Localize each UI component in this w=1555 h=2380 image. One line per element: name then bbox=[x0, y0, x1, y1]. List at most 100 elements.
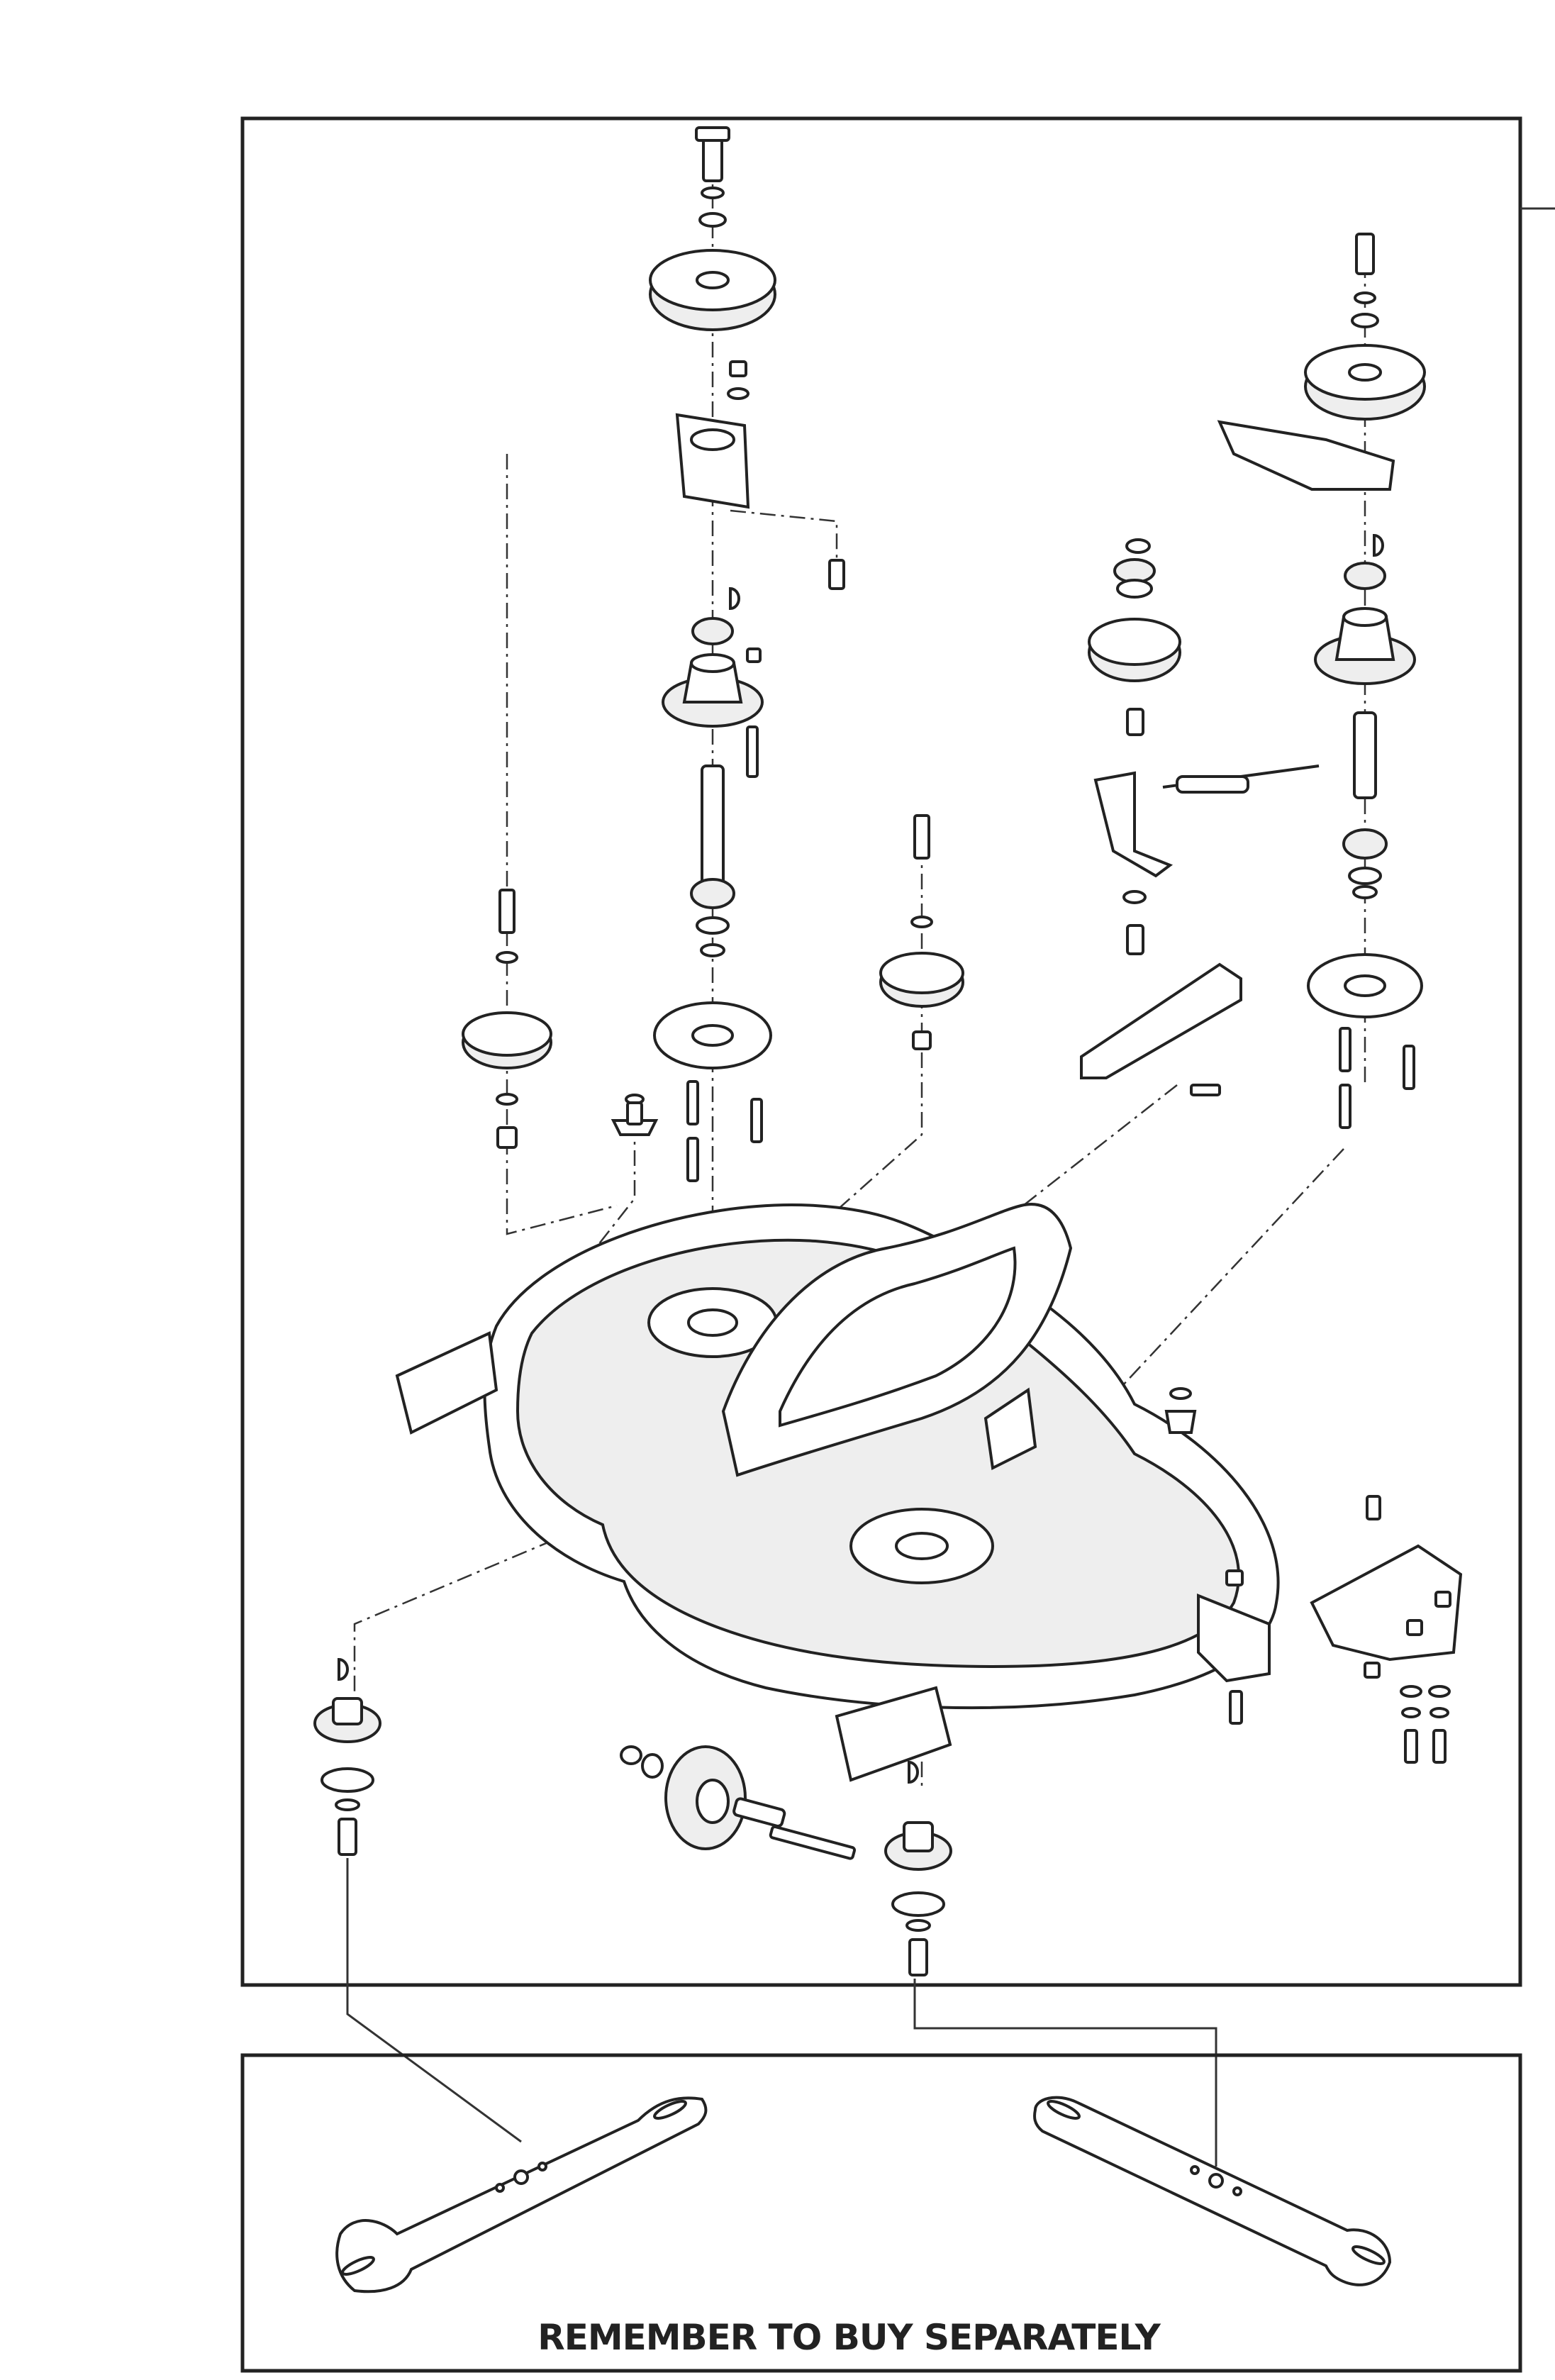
blade-washer-icon bbox=[321, 1767, 374, 1793]
bracket-hole-icon bbox=[690, 428, 735, 451]
woodruff-key-icon bbox=[729, 586, 740, 611]
gauge-wheel-assembly bbox=[620, 1745, 857, 1860]
idler-pulley-groove-icon bbox=[462, 1011, 552, 1057]
left-blade bbox=[335, 2096, 708, 2293]
washer-icon bbox=[1122, 890, 1147, 904]
right-spindle-stack bbox=[1217, 233, 1426, 1129]
spindle-housing-top-icon bbox=[1342, 607, 1388, 627]
main-exploded-view bbox=[240, 116, 1555, 2167]
spacer-icon bbox=[1348, 867, 1382, 885]
bolt-icon bbox=[1404, 1729, 1418, 1764]
right-spindle-hole-icon bbox=[895, 1532, 949, 1560]
washer-icon bbox=[910, 916, 933, 928]
idler-pulley-groove-icon bbox=[879, 952, 964, 994]
washer-icon bbox=[496, 1093, 518, 1106]
centre-line-left-blade-adapter bbox=[353, 1527, 582, 1695]
retaining-ring-icon bbox=[1352, 885, 1378, 899]
centre-line-right-bolts bbox=[1091, 1148, 1344, 1419]
stud-icon bbox=[1164, 1410, 1197, 1434]
buy-separately-note: REMEMBER TO BUY SEPARATELY bbox=[537, 2317, 1161, 2358]
deck-bolt-icon bbox=[686, 1137, 699, 1182]
spacer-icon bbox=[696, 916, 730, 935]
blade-pin-hole-icon bbox=[537, 2162, 547, 2172]
washer-icon bbox=[1169, 1387, 1192, 1400]
blade-slot-icon bbox=[1047, 2100, 1081, 2120]
nut-icon bbox=[620, 1745, 642, 1765]
baffle-bracket-assembly bbox=[1197, 1495, 1463, 1764]
leader-right-blade bbox=[913, 1979, 1217, 2167]
washer-icon bbox=[496, 951, 518, 964]
bolt-icon bbox=[1366, 1495, 1381, 1520]
right-blade bbox=[1033, 2096, 1392, 2286]
blade-pin-hole-icon bbox=[495, 2183, 505, 2193]
deck-bolt-icon bbox=[1339, 1084, 1351, 1129]
bolt-icon bbox=[1355, 233, 1375, 275]
left-spindle-stack bbox=[649, 126, 845, 1182]
belt-guide-bracket-icon bbox=[1080, 962, 1242, 1079]
bearing-icon bbox=[1344, 562, 1386, 590]
bolt-head-icon bbox=[695, 126, 730, 142]
washer-icon bbox=[727, 387, 749, 400]
nut-icon bbox=[729, 360, 747, 377]
spindle-shaft-icon bbox=[701, 764, 725, 888]
blade-slot-icon bbox=[653, 2100, 687, 2120]
wheel-spacer-icon bbox=[732, 1797, 786, 1828]
tension-spring-icon bbox=[1176, 775, 1249, 794]
belt-guide-post-icon bbox=[983, 1387, 1037, 1471]
blade-washer-icon bbox=[891, 1891, 945, 1917]
mower-deck-housing bbox=[395, 1203, 1280, 1782]
nut-icon bbox=[1434, 1591, 1451, 1608]
blade-adapter-hub-icon bbox=[332, 1697, 363, 1725]
lock-washer-icon bbox=[701, 187, 725, 199]
blade-centre-hole-icon bbox=[1208, 2173, 1224, 2189]
nut-icon bbox=[1125, 538, 1151, 554]
bearing-icon bbox=[691, 617, 734, 645]
blade-pin-hole-icon bbox=[1232, 2186, 1242, 2196]
pivot-bushing-icon bbox=[1126, 924, 1144, 955]
mounting-bracket-icon bbox=[1217, 420, 1395, 491]
left-idler-stack bbox=[462, 889, 659, 1149]
bracket-bolt-icon bbox=[828, 559, 845, 590]
bolt-icon bbox=[1432, 1729, 1447, 1764]
washer-icon bbox=[1400, 1685, 1422, 1698]
nut-icon bbox=[1364, 1662, 1381, 1679]
centre-idler-stack bbox=[879, 814, 964, 1050]
centre-line-anchor-stud bbox=[595, 1121, 636, 1249]
blade-slot-icon bbox=[1351, 2245, 1386, 2265]
bolt-icon bbox=[498, 889, 515, 934]
front-hanger-bracket-icon bbox=[395, 1331, 498, 1435]
centre-line-left-idler bbox=[506, 454, 618, 1235]
blade-centre-hole-icon bbox=[513, 2169, 529, 2185]
centre-line-bracket-bolt bbox=[730, 509, 838, 560]
deck-plate-hole-icon bbox=[1344, 974, 1386, 997]
mower-blade-icon bbox=[335, 2096, 708, 2293]
spacer-icon bbox=[1126, 708, 1144, 736]
left-spindle-hole-icon bbox=[687, 1308, 738, 1337]
washer-icon bbox=[641, 1753, 664, 1779]
lock-washer-icon bbox=[905, 1919, 931, 1932]
grease-fitting-icon bbox=[746, 647, 762, 663]
woodruff-key-icon bbox=[908, 1760, 919, 1784]
discharge-chute-inner-icon bbox=[779, 1246, 1017, 1428]
anti-scalp-plate-icon bbox=[1310, 1544, 1463, 1662]
spindle-housing-top-icon bbox=[690, 653, 735, 673]
tension-pulley-groove-icon bbox=[1088, 618, 1181, 666]
housing-bolt-icon bbox=[746, 725, 759, 778]
spacer-nut-icon bbox=[912, 1030, 932, 1050]
right-blade-adapter-stack bbox=[884, 1760, 952, 1976]
lower-bearing-icon bbox=[690, 878, 735, 909]
bracket-bolt-icon bbox=[1190, 1084, 1221, 1096]
main-frame bbox=[240, 116, 1522, 1987]
rear-hanger-bracket-icon bbox=[835, 1686, 952, 1782]
retaining-ring-icon bbox=[700, 943, 725, 957]
lock-washer-icon bbox=[1354, 291, 1376, 304]
blade-pin-hole-icon bbox=[1190, 2165, 1200, 2175]
deck-plate-hole-icon bbox=[691, 1024, 734, 1047]
tension-arm-icon bbox=[1093, 771, 1174, 878]
flat-washer-icon bbox=[1351, 313, 1379, 328]
woodruff-key-icon bbox=[338, 1657, 349, 1681]
baffle-bracket-icon bbox=[1197, 1594, 1271, 1683]
spacer-nut-icon bbox=[496, 1126, 518, 1149]
pulley-hub-icon bbox=[1348, 363, 1382, 382]
